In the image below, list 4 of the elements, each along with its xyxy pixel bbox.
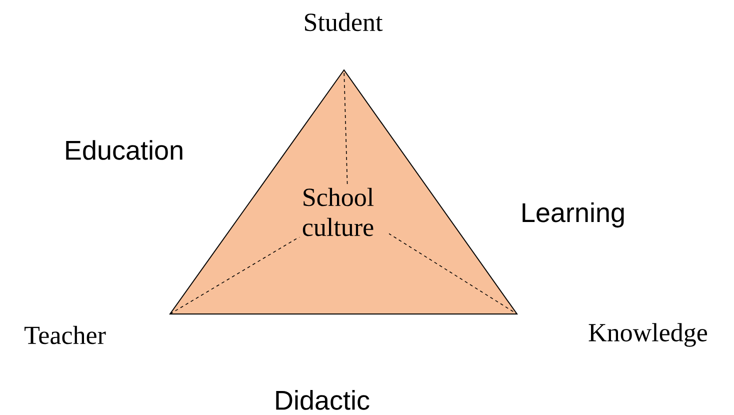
label: Student <box>305 12 383 32</box>
label: Knowledge <box>588 323 708 347</box>
label: Didactic <box>276 390 370 410</box>
label: Teacher <box>24 326 106 344</box>
